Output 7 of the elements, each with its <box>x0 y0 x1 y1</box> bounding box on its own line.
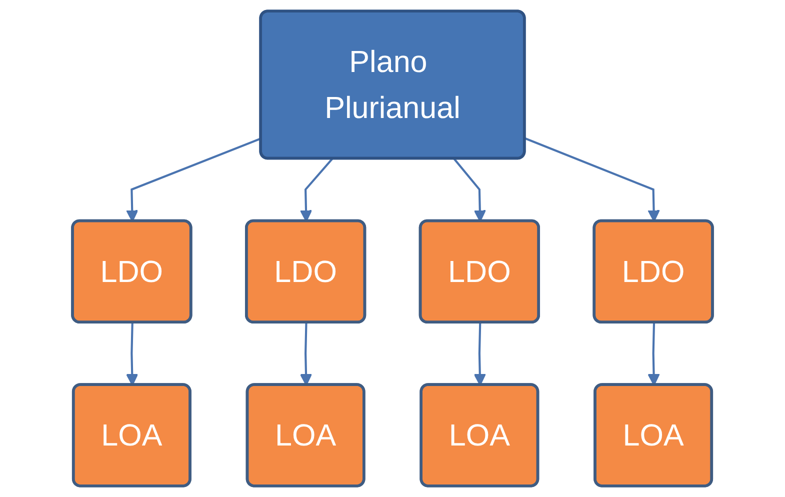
arrow <box>300 322 312 386</box>
arrow <box>300 158 333 222</box>
arrow <box>474 322 486 386</box>
arrow <box>453 158 486 222</box>
arrow <box>126 322 138 386</box>
arrow <box>648 322 660 386</box>
arrow <box>524 137 660 222</box>
